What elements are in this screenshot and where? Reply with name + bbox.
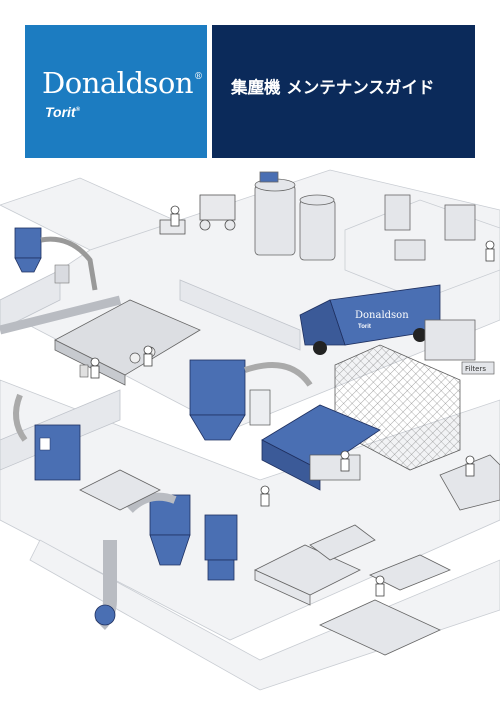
title-block: 集塵機 メンテナンスガイド — [212, 25, 475, 158]
delivery-truck: Donaldson Torit — [299, 284, 441, 355]
brand-sub-wordmark: Torit® — [45, 104, 81, 120]
forklift — [159, 194, 236, 235]
brand-logo-block: Donaldson® Torit® — [25, 25, 207, 158]
silos — [254, 171, 336, 261]
workers — [90, 205, 495, 597]
dust-collector-left — [13, 393, 81, 481]
dust-collector-bottom — [94, 492, 238, 630]
filters-sign-text: Filters — [465, 365, 486, 373]
registered-mark: ® — [194, 72, 203, 82]
workbenches — [79, 454, 500, 656]
dust-collector-central — [189, 359, 313, 441]
factory-illustration: Donaldson Torit Filters — [0, 169, 500, 691]
page-title: 集塵機 メンテナンスガイド — [231, 78, 435, 97]
spray-booth — [261, 404, 381, 491]
registered-mark-sub: ® — [75, 107, 81, 113]
truck-sub-label: Torit — [358, 324, 371, 330]
truck-label: Donaldson — [355, 310, 409, 321]
filters-sign: Filters — [461, 361, 495, 375]
dust-collector-small — [14, 227, 98, 291]
brand-wordmark: Donaldson® — [42, 66, 203, 100]
right-machines — [384, 194, 476, 361]
ducting-hood — [0, 295, 201, 386]
